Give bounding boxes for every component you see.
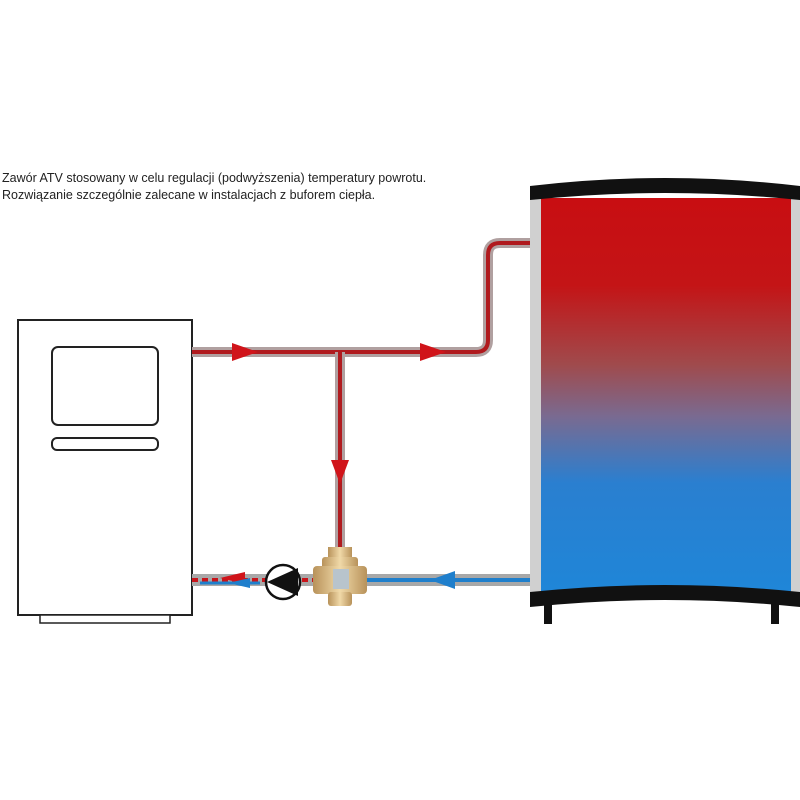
boiler (17, 319, 193, 624)
tank-leg (771, 600, 779, 624)
boiler-window (51, 346, 159, 426)
caption-line-1: Zawór ATV stosowany w celu regulacji (po… (2, 171, 427, 185)
boiler-base (39, 614, 171, 624)
arrow-left-icon (430, 571, 455, 589)
arrow-right-icon (232, 343, 258, 361)
tank-leg (544, 600, 552, 624)
caption: Zawór ATV stosowany w celu regulacji (po… (2, 170, 426, 204)
arrow-left-icon (228, 578, 250, 588)
boiler-slot (51, 437, 159, 451)
arrow-right-icon (420, 343, 446, 361)
atv-valve (313, 547, 367, 606)
caption-line-2: Rozwiązanie szczególnie zalecane w insta… (2, 188, 376, 202)
buffer-tank (530, 178, 800, 624)
arrow-down-icon (331, 460, 349, 484)
supply-pipe (192, 238, 532, 560)
pump-icon (264, 563, 302, 601)
